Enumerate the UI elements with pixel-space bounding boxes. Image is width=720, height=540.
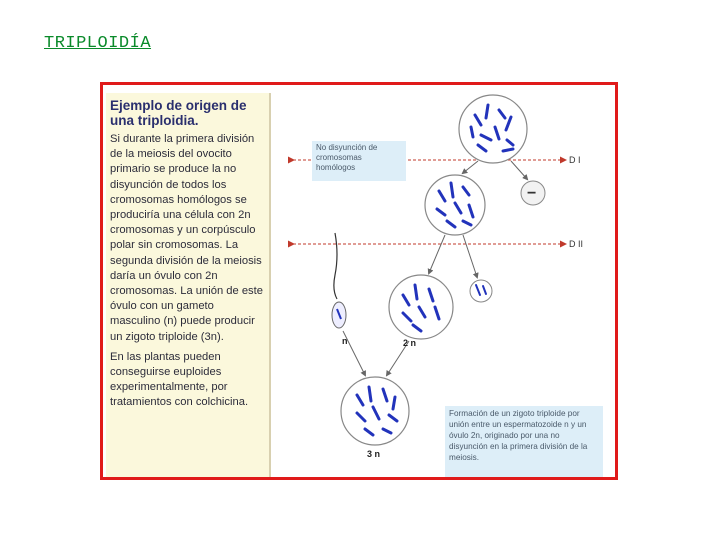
sperm-cell <box>332 233 346 328</box>
ovum-2n-cell <box>389 275 453 339</box>
arrow-to-second-polar <box>463 235 477 277</box>
secondary-cell-2n <box>425 175 485 235</box>
label-dii: D II <box>569 239 583 249</box>
page-title: TRIPLOIDÍA <box>44 34 151 53</box>
label-di: D I <box>569 155 581 165</box>
minus-sign: − <box>527 185 536 202</box>
callout-zygote-formation: Formación de un zigoto triploide por uni… <box>445 406 603 478</box>
arrow-to-ovum <box>429 235 445 273</box>
arrow-to-polar-body <box>511 161 527 179</box>
label-n: n <box>342 336 348 346</box>
primary-oocyte-cell <box>459 95 527 163</box>
second-polar-body <box>470 280 492 302</box>
label-3n: 3 n <box>367 449 380 459</box>
label-2n: 2 n <box>403 338 416 348</box>
zygote-3n-cell <box>341 377 409 445</box>
figure-frame: Ejemplo de origen de una triploidia. Si … <box>100 82 618 480</box>
arrow-to-2n-cell <box>463 161 478 173</box>
callout-nondisjunction: No disyunción de cromosomas homólogos <box>312 141 406 181</box>
